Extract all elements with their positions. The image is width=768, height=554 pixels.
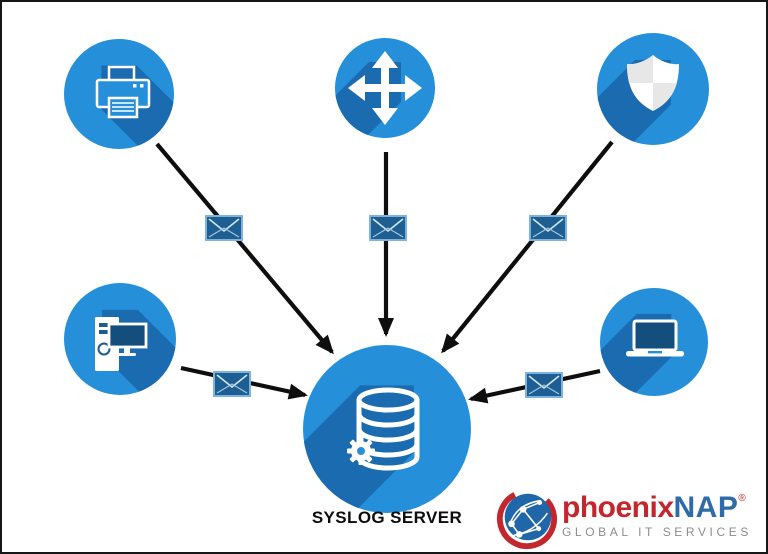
registered-mark: ® xyxy=(738,493,746,504)
desktop-computer-icon xyxy=(95,317,148,371)
message-envelope-icon xyxy=(529,215,567,241)
message-envelope-icon xyxy=(525,372,563,398)
printer-icon xyxy=(95,65,151,119)
node-network-device xyxy=(335,38,435,138)
four-way-arrows-icon xyxy=(348,51,422,125)
logo-brand-nap: NAP xyxy=(673,491,739,524)
logo-brand-phoenix: phoenix xyxy=(562,491,674,524)
message-envelope-icon xyxy=(369,215,407,241)
globe-network-icon xyxy=(496,488,558,549)
message-envelope-icon xyxy=(213,371,251,397)
gear-icon xyxy=(347,437,375,465)
syslog-server-label: SYSLOG SERVER xyxy=(311,508,463,527)
node-printer xyxy=(64,39,174,149)
logo-tagline: GLOBAL IT SERVICES xyxy=(562,525,752,539)
node-security-shield xyxy=(597,33,709,145)
node-laptop xyxy=(600,288,708,396)
database-gear-icon xyxy=(347,387,420,471)
arrow-shield-to-server xyxy=(441,140,614,354)
laptop-icon xyxy=(626,319,684,357)
shield-icon xyxy=(627,55,679,111)
node-syslog-server xyxy=(303,345,471,513)
arrow-printer-to-server xyxy=(155,142,334,355)
message-envelope-icon xyxy=(205,215,243,241)
node-workstation xyxy=(64,283,176,395)
